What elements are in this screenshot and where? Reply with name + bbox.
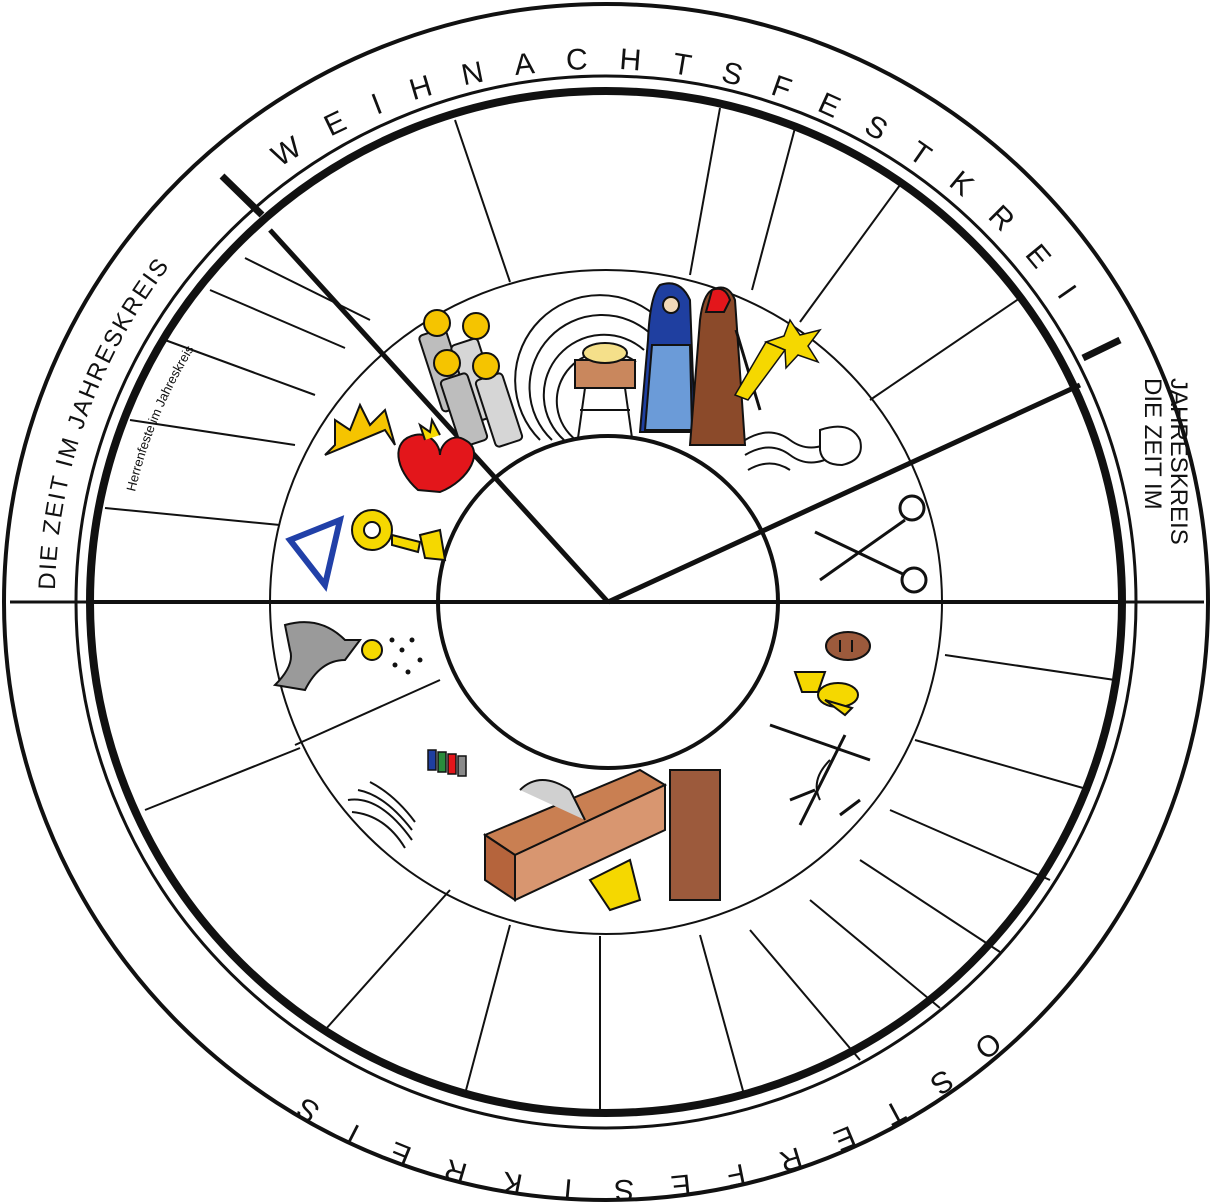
main-dividers [92,230,1122,602]
mary-icon [640,283,695,432]
bread-icon [826,632,870,660]
crucifix-icon [770,725,870,825]
palm-icon [348,782,415,848]
star-icon [735,320,820,400]
crown-icon [325,405,395,455]
empty-tomb-icon [485,770,720,910]
trinity-icon [290,520,340,585]
crib-icon [515,295,660,440]
week-spokes [105,108,1115,1110]
joseph-icon [690,288,760,445]
monstrance-icon [352,510,445,560]
dove-icon [275,622,423,690]
jordan-water-icon [745,427,861,470]
chalice-icon [795,672,858,715]
zeit-im-jahreskreis-right-label: DIE ZEIT IM JAHRESKREIS [1139,378,1192,545]
svg-text:DIE ZEIT IM: DIE ZEIT IM [1139,378,1166,510]
crossed-keys-icon [815,496,926,592]
ashes-icon [428,750,466,776]
svg-text:JAHRESKREIS: JAHRESKREIS [1165,378,1192,545]
